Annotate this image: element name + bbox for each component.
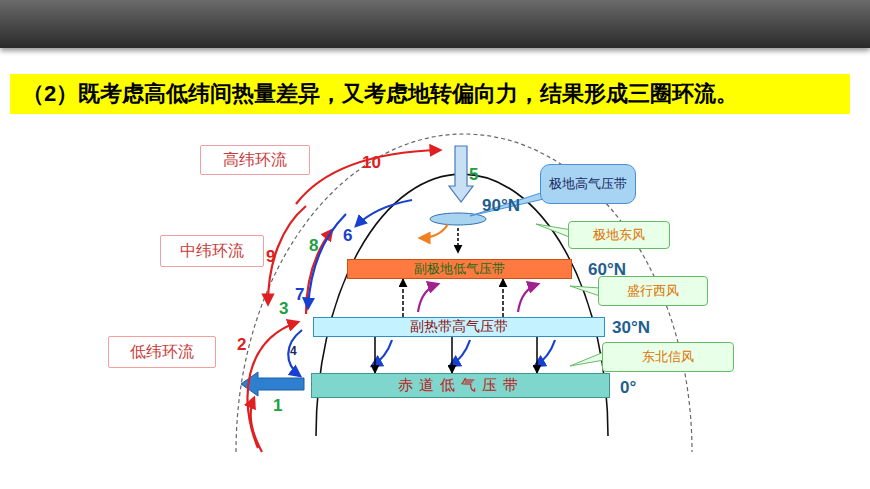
latitude-label: 0° [620,378,636,398]
low-cell-lower-arrow [251,398,262,452]
callout-number: 1 [273,396,282,416]
mid-cell-rising-arrow [306,230,332,314]
westerly-arrow [518,284,538,312]
callout-number: 8 [309,236,318,256]
high-cell-return-arrow [356,200,412,226]
latitude-label: 30°N [612,318,650,338]
air-flow-arrow [451,337,453,373]
low-cell-return-arrow [288,330,302,376]
circulation-box: 低纬环流 [108,336,216,368]
high-cell-upper-arrow [296,150,440,204]
node-label: 极地高气压带 [549,175,627,193]
air-flow-arrow [536,337,538,373]
polar-high-ellipse [430,213,486,225]
trade-wind-arrow [535,340,555,366]
callout-number: 9 [266,247,275,267]
callout-box: 盛行西风 [598,276,708,306]
callout-number: 6 [343,226,352,246]
node-label: 盛行西风 [627,282,679,300]
top-bar [0,0,870,48]
trade-wind-arrow [450,340,470,366]
air-flow-arrow [502,279,504,317]
title-band: （2）既考虑高低纬间热量差异，又考虑地转偏向力，结果形成三圈环流。 [10,74,850,114]
node-label: 中纬环流 [180,241,244,262]
low-cell-rising-arrow [247,322,298,448]
pressure-band: 副极地低气压带 [347,259,572,279]
callout-pointer [536,224,572,238]
title-text: （2）既考虑高低纬间热量差异，又考虑地转偏向力，结果形成三圈环流。 [10,79,738,109]
mid-cell-sinking-arrow [308,214,346,308]
air-flow-arrow [402,279,404,317]
node-label: 赤道低气压带 [398,376,524,395]
latitude-label: 60°N [588,260,626,280]
callout-pointer [570,352,604,366]
node-label: 低纬环流 [130,342,194,363]
callout-number: 7 [295,285,304,305]
callout-number: 2 [237,335,246,355]
callout-number: 3 [279,299,288,319]
polar-easterly-arrow [420,224,448,238]
node-label: 副极地低气压带 [414,260,505,278]
node-label: 高纬环流 [223,150,287,171]
circulation-box: 高纬环流 [200,145,310,175]
pressure-band: 赤道低气压带 [311,373,610,398]
callout-number: 4 [290,344,297,358]
pressure-band: 副热带高气压带 [313,317,605,337]
node-label: 东北信风 [642,348,694,366]
node-label: 副热带高气压带 [410,318,508,336]
callout-pointer [570,286,600,296]
polar-sinking-arrow [457,228,459,252]
callout-box: 极地东风 [568,221,670,249]
air-flow-arrow [374,337,376,373]
circulation-box: 中纬环流 [160,235,264,267]
callout-box: 极地高气压带 [540,164,636,204]
latitude-label: 90°N [482,196,520,216]
node-label: 极地东风 [593,226,645,244]
callout-number: 5 [469,165,478,185]
callout-number: 10 [362,153,381,173]
callout-box: 东北信风 [602,342,734,372]
westerly-arrow [418,284,438,312]
